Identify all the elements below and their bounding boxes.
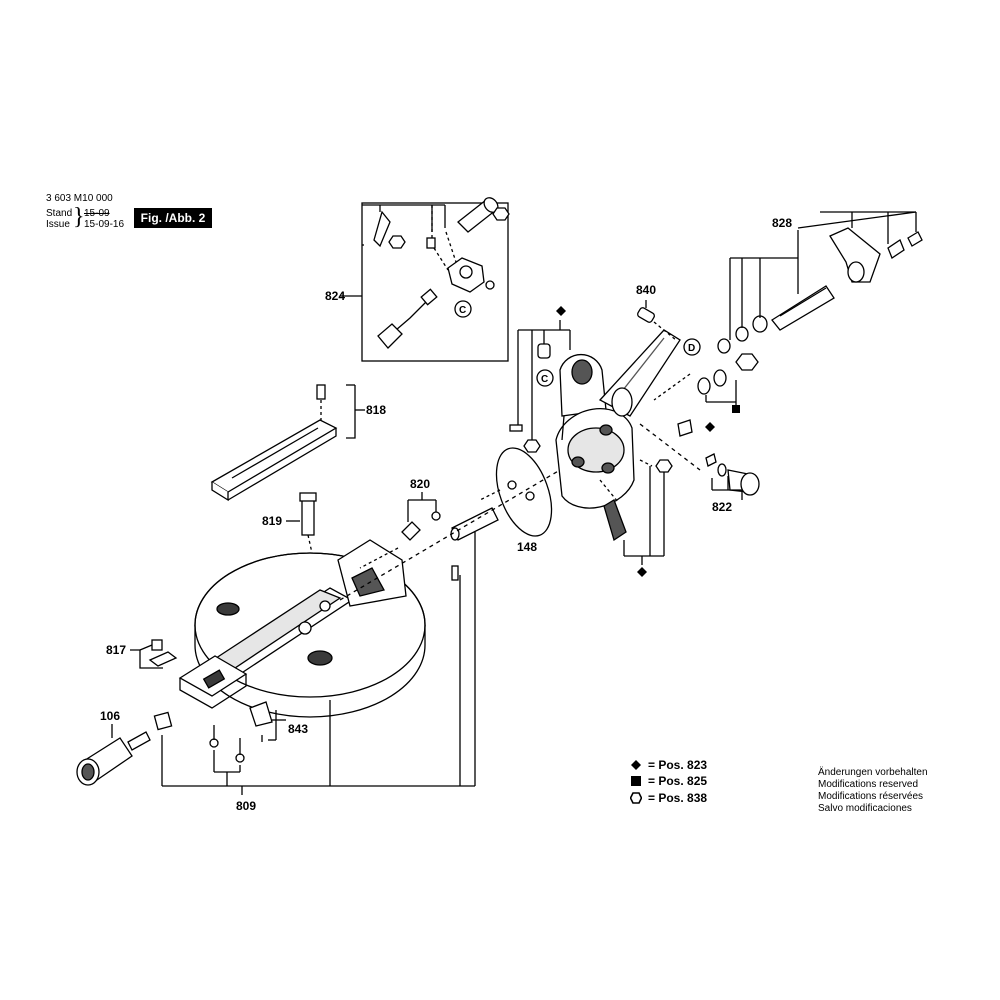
callout-824: 824 (325, 289, 346, 303)
ref-d: D (688, 343, 695, 354)
figure-label: Fig. /Abb. 2 (134, 208, 212, 228)
hex-nut-icon (492, 207, 510, 221)
part-840-pin (637, 300, 677, 341)
diamond-marker-icon (705, 422, 715, 432)
part-820 (359, 492, 441, 569)
callout-828: 828 (772, 216, 793, 230)
callout-148: 148 (517, 540, 538, 554)
callout-822: 822 (712, 500, 733, 514)
stand-label: Stand (46, 208, 73, 219)
part-843-clamp (249, 701, 286, 742)
hex-nut-icon (388, 235, 406, 249)
hexagon-icon (630, 792, 642, 804)
callout-840: 840 (636, 283, 657, 297)
callout-817: 817 (106, 643, 127, 657)
square-icon (631, 776, 641, 786)
legend-pos-825: = Pos. 825 (648, 774, 708, 788)
ref-c-housing: C (541, 374, 548, 385)
part-pivot-housing (555, 329, 681, 509)
ref-c-inset: C (459, 305, 466, 316)
stand-value: 15-09 (84, 208, 110, 219)
part-148-disc (479, 447, 553, 537)
part-824-group (340, 197, 510, 349)
callout-819: 819 (262, 514, 283, 528)
note-es: Salvo modificaciones (818, 803, 912, 814)
diamond-marker-icon (556, 306, 566, 316)
square-marker-icon (732, 405, 740, 413)
part-809-leaders (161, 532, 476, 795)
callout-809: 809 (236, 799, 257, 813)
callout-843: 843 (288, 722, 309, 736)
part-817-bracket (130, 639, 178, 669)
callout-820: 820 (410, 477, 431, 491)
part-822-knob (705, 453, 760, 500)
note-de: Änderungen vorbehalten (818, 767, 928, 778)
part-828-lever (729, 211, 923, 340)
diamond-marker-icon (637, 567, 647, 577)
callout-106: 106 (100, 709, 121, 723)
inset-box-824 (361, 202, 509, 362)
part-turntable (178, 539, 426, 718)
note-en: Modifications reserved (818, 779, 919, 790)
diamond-icon (631, 760, 641, 770)
header-brace: } (73, 204, 85, 230)
issue-label: Issue (46, 219, 70, 230)
part-106-knob (76, 724, 151, 786)
part-818-guide-plate (210, 384, 365, 502)
issue-value: 15-09-16 (84, 219, 125, 230)
legend-pos-838: = Pos. 838 (648, 791, 708, 805)
callout-818: 818 (366, 403, 387, 417)
document-number: 3 603 M10 000 (46, 193, 113, 204)
legend-pos-823: = Pos. 823 (648, 758, 708, 772)
note-fr: Modifications réservées (818, 791, 924, 802)
